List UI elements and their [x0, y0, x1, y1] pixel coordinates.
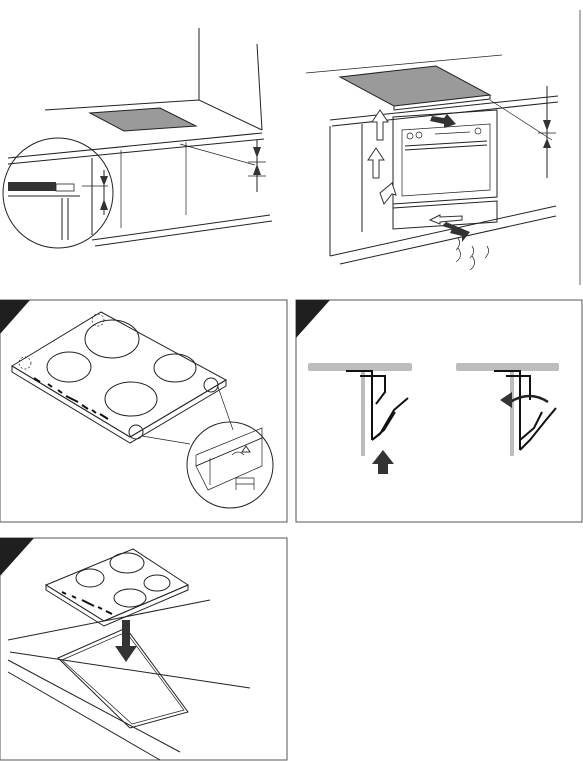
- hob-plate: [90, 108, 196, 131]
- spring-clip-icon: [308, 363, 412, 474]
- panel-corner-tab: [0, 538, 34, 576]
- hob-slab: [340, 66, 490, 106]
- spring-clip-bent: [456, 363, 559, 456]
- panel-insert-hob: [0, 538, 287, 760]
- panel-corner-tab: [0, 300, 30, 334]
- panel-clip-adjustment: [296, 300, 582, 522]
- panel-oven-ventilation: [306, 10, 580, 285]
- mounting-clip-icon: [187, 422, 273, 508]
- panel-corner-tab: [296, 300, 330, 338]
- cooking-zone-large: [85, 320, 139, 358]
- cooking-zone-right: [154, 354, 196, 382]
- airflow-arrows-icon: [368, 110, 489, 270]
- down-arrow-icon: [115, 620, 137, 662]
- rotate-arrow: [500, 392, 512, 408]
- cooking-zone-left: [47, 352, 91, 382]
- panel-hob-mounting-clips: [0, 300, 287, 522]
- oven: [393, 110, 497, 229]
- countertop-section: [308, 363, 412, 371]
- clearance-dimension-arrows: [248, 140, 266, 192]
- panel-countertop-clearances: [3, 28, 272, 248]
- edge-detail-circle: [3, 138, 113, 248]
- ventilation-gap-dimension: [538, 86, 556, 178]
- cooking-zone-front: [105, 382, 157, 416]
